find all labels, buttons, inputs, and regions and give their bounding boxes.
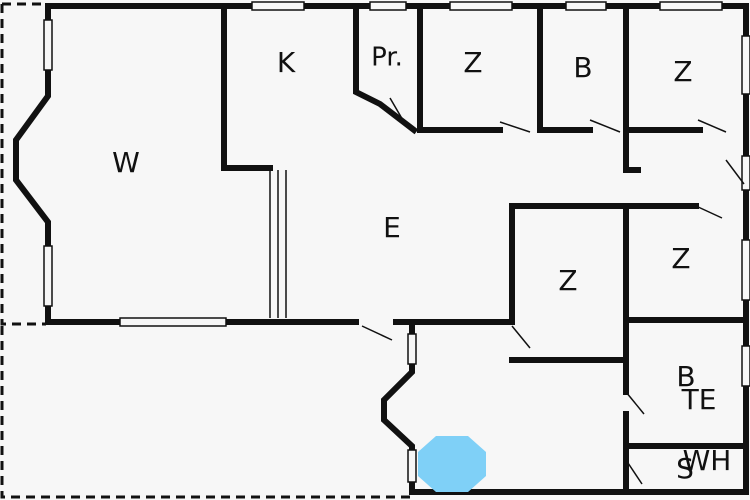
doors (361, 97, 745, 485)
window-z2-top (659, 1, 723, 11)
window-z4-right (741, 239, 750, 301)
door-z3 (511, 325, 531, 349)
room-label-s: S (676, 452, 694, 485)
door-pantry (389, 97, 405, 123)
room-label-z3: Z (558, 264, 577, 297)
room-label-w: W (112, 146, 140, 179)
door-z1 (499, 121, 531, 133)
dashed-terrace-left (0, 4, 46, 326)
door-z4 (695, 205, 723, 219)
window-z2-right (741, 35, 750, 95)
room-label-b2: B (676, 360, 695, 393)
wall-pantry (353, 3, 419, 135)
dashed-outlines (0, 2, 412, 499)
window-w-top (43, 19, 53, 71)
room-divider-lines (269, 170, 287, 318)
room-label-e: E (383, 211, 401, 244)
door-b1 (589, 119, 621, 133)
room-label-z4: Z (671, 242, 690, 275)
wall-kitchen (221, 3, 273, 171)
door-front (361, 325, 393, 341)
windows (43, 1, 750, 483)
window-bath-right (741, 345, 750, 387)
dashed-terrace-bottom (0, 326, 412, 499)
room-label-pr: Pr. (371, 43, 403, 73)
room-label-b1: B (573, 51, 592, 84)
room-label-wh: WH (683, 444, 732, 477)
octagon-marker (418, 436, 486, 492)
walls (13, 3, 749, 495)
window-entrance-bottom (407, 449, 417, 483)
window-b1-top (565, 1, 607, 11)
door-wh (625, 459, 643, 485)
door-corridor (725, 159, 745, 185)
outer-wall-left-bay (13, 3, 51, 325)
window-w-bottom (43, 245, 53, 307)
door-z2 (697, 119, 727, 133)
room-label-z2: Z (673, 55, 692, 88)
window-z1-top (449, 1, 513, 11)
window-entrance-top (407, 333, 417, 365)
room-label-te: TE (681, 383, 717, 416)
room-labels: W K Pr. Z B Z E Z Z B TE S WH (112, 43, 731, 486)
room-label-k: K (277, 46, 296, 79)
wall-corridor-stub (623, 127, 641, 173)
room-label-z1: Z (463, 46, 482, 79)
window-k-top (251, 1, 305, 11)
window-corridor-right (741, 155, 750, 191)
window-pr-top (369, 1, 407, 11)
wall-z1-b1 (537, 3, 593, 133)
door-bath (625, 391, 645, 415)
window-w-south (119, 317, 227, 327)
